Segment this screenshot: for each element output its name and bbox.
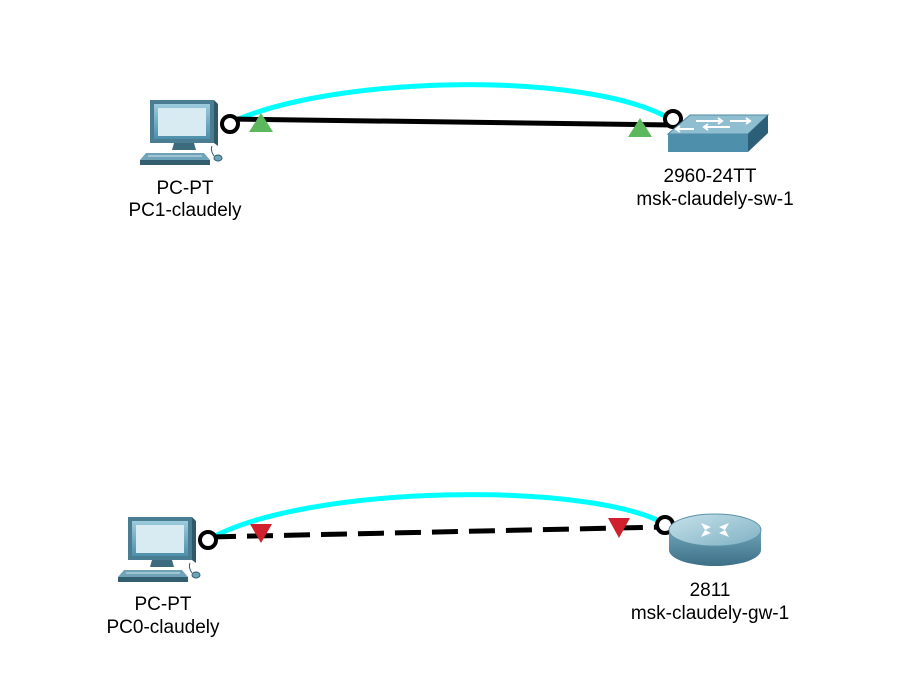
link-cable[interactable] [209, 524, 664, 540]
pc-icon [116, 515, 202, 589]
port-endpoint[interactable] [220, 114, 240, 134]
router-model-label: 2811 [689, 580, 731, 601]
link-status-down-indicator [250, 524, 272, 543]
link-status-down-indicator [608, 518, 630, 538]
link-highlight-arc [206, 492, 669, 543]
pc0-name-label[interactable]: PC0-claudely [106, 617, 220, 638]
link-pc0-router[interactable] [198, 492, 675, 550]
router-name-label[interactable]: msk-claudely-gw-1 [630, 603, 790, 624]
pc0-device[interactable] [116, 515, 202, 589]
switch-model-label: 2960-24TT [663, 166, 757, 187]
switch-icon [664, 112, 772, 158]
switch-device[interactable] [664, 112, 772, 158]
link-status-up-indicator [628, 118, 652, 137]
link-highlight-arc [228, 82, 674, 126]
switch-name-label[interactable]: msk-claudely-sw-1 [636, 189, 794, 210]
link-status-up-indicator [249, 113, 273, 132]
pc1-name-label[interactable]: PC1-claudely [128, 200, 242, 221]
pc1-device[interactable] [138, 98, 224, 172]
pc1-model-label: PC-PT [156, 178, 214, 199]
port-endpoint[interactable] [663, 109, 683, 129]
pc-icon [138, 98, 224, 172]
router-device[interactable] [665, 510, 765, 572]
link-pc1-switch[interactable] [220, 82, 683, 137]
link-cable[interactable] [229, 116, 673, 128]
port-endpoint[interactable] [198, 530, 218, 550]
pc0-model-label: PC-PT [134, 594, 192, 615]
router-icon [665, 510, 765, 572]
